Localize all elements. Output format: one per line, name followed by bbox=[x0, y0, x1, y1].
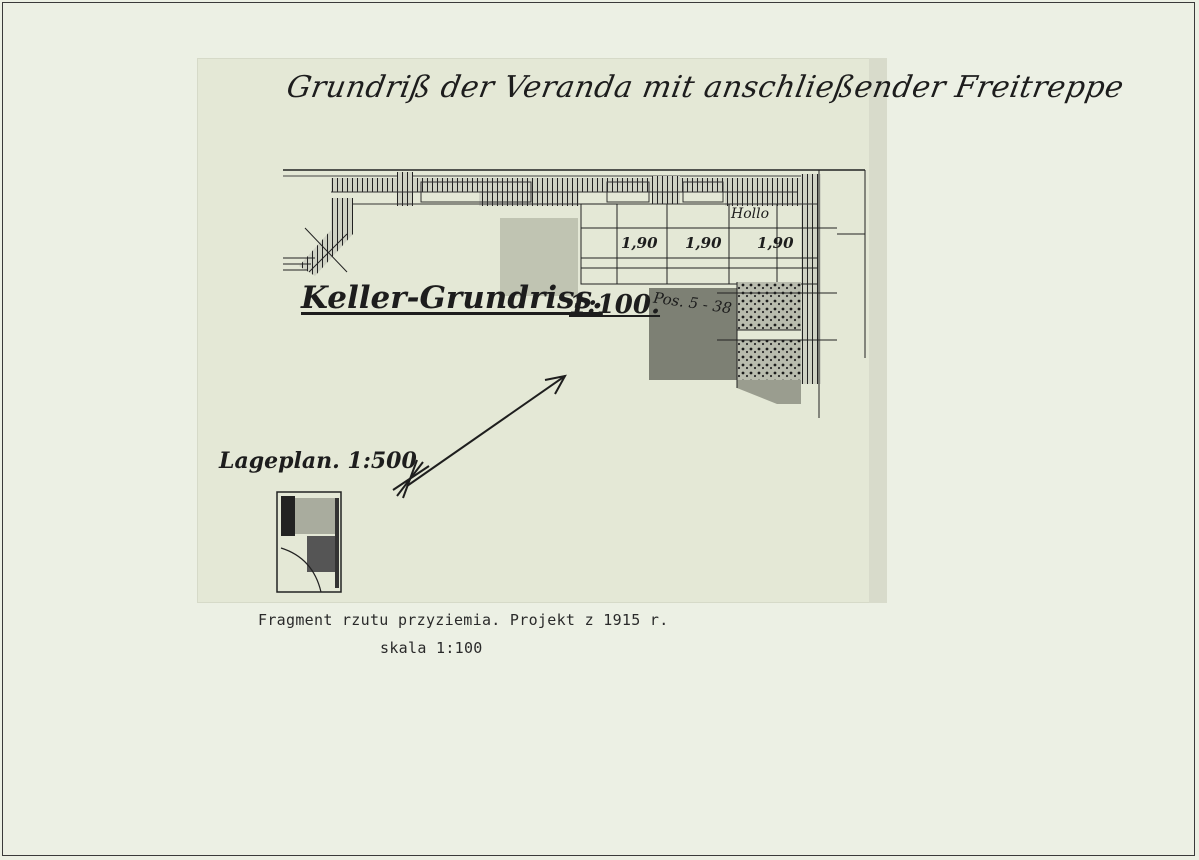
site-plan bbox=[276, 491, 342, 593]
caption-scale: skala 1:100 bbox=[380, 639, 483, 657]
drawing-title: Grundriß der Veranda mit anschließender … bbox=[283, 70, 1127, 105]
shaded-block bbox=[649, 288, 737, 380]
keller-scale: 1:100. bbox=[569, 290, 661, 320]
room-label: Hollo bbox=[731, 206, 770, 222]
dimension-label: 1,90 bbox=[757, 234, 794, 252]
caption-line: Fragment rzutu przyziemia. Projekt z 191… bbox=[258, 611, 669, 629]
dimension-label: 1,90 bbox=[685, 234, 722, 252]
north-arrow bbox=[392, 374, 567, 499]
keller-title: Keller-Grundriss. bbox=[301, 280, 603, 316]
blueprint-photo: Grundriß der Veranda mit anschließender … bbox=[197, 58, 1126, 603]
floor-plan-drawing bbox=[276, 58, 887, 603]
dimension-label: 1,90 bbox=[621, 234, 658, 252]
lageplan-label: Lageplan. 1:500 bbox=[219, 448, 417, 474]
